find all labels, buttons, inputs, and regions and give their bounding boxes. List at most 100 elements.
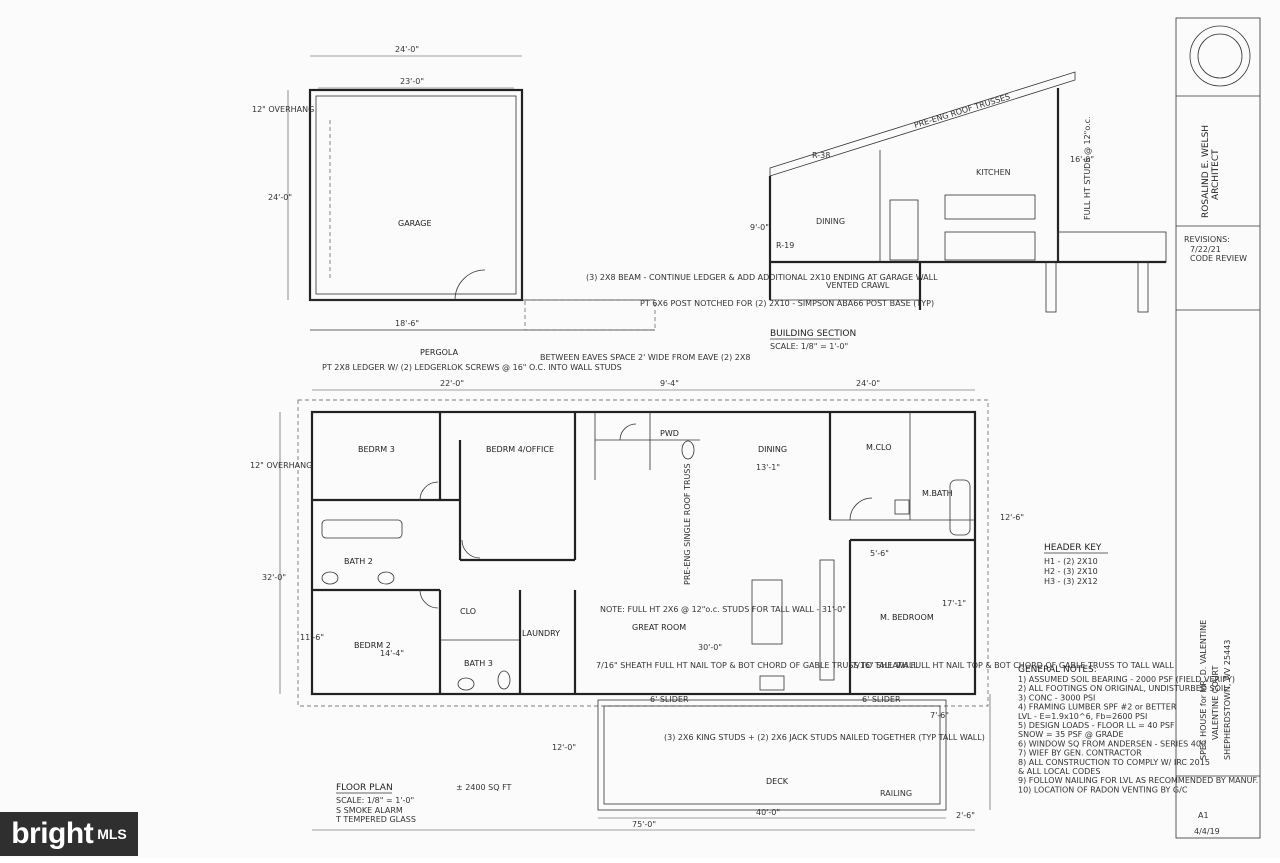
bedroom3-label: BEDRM 3: [358, 445, 395, 454]
architect-role: ARCHITECT: [1211, 149, 1221, 200]
bath2-sink-1: [321, 571, 339, 585]
bedrm3-door-swing: [419, 481, 439, 501]
general-note-item: 3) CONC - 3000 PSI: [1018, 693, 1095, 702]
garage-inner-walls: [315, 95, 517, 295]
ledger-note: PT 2X8 LEDGER W/ (2) LEDGERLOK SCREWS @ …: [322, 363, 622, 372]
section-height-16: 16'-0": [1070, 155, 1094, 164]
bedrm2-door-swing: [419, 589, 439, 609]
general-notes: GENERAL NOTES: 1) ASSUMED SOIL BEARING -…: [1018, 665, 1258, 794]
pwd-toilet: [681, 440, 695, 460]
house: BEDRM 3 BEDRM 4/OFFICE BATH 2 BEDRM 2 BA…: [297, 399, 1174, 707]
section-scale: SCALE: 1/8" = 1'-0": [770, 342, 848, 351]
general-note-item: 5) DESIGN LOADS - FLOOR LL = 40 PSF: [1018, 721, 1175, 730]
pre-eng-truss-note: PRE-ENG SINGLE ROOF TRUSS: [683, 463, 692, 585]
house-mid-dim: 9'-4": [660, 379, 679, 388]
plan-title: FLOOR PLAN SCALE: 1/8" = 1'-0" ± 2400 SQ…: [335, 783, 512, 824]
kitchen-counter: [819, 559, 835, 681]
great-room-label: GREAT ROOM: [632, 623, 686, 632]
legend-tempered-glass: T TEMPERED GLASS: [335, 815, 416, 824]
project-line-2: VALENTINE COURT: [1211, 666, 1220, 740]
master-bath-label: M.BATH: [922, 489, 953, 498]
section-dining-label: DINING: [816, 217, 845, 226]
general-note-item: 7) WIEF BY GEN. CONTRACTOR: [1018, 749, 1142, 758]
pergola-label: PERGOLA: [420, 348, 459, 357]
section-roof: [769, 71, 1076, 177]
header-key-h2: H2 - (3) 2X10: [1044, 567, 1098, 576]
sheath-note-left: 7/16" SHEATH FULL HT NAIL TOP & BOT CHOR…: [596, 661, 918, 670]
pergola-structure: [524, 299, 656, 331]
garage-inner-dim: 23'-0": [400, 77, 424, 86]
title-block-border: [1175, 17, 1261, 839]
floor-plan-title: FLOOR PLAN: [336, 783, 393, 793]
legend-smoke-alarm: S SMOKE ALARM: [336, 806, 403, 815]
bedroom4-label: BEDRM 4/OFFICE: [486, 445, 554, 454]
post-note: PT 6X6 POST NOTCHED FOR (2) 2X10 - SIMPS…: [640, 299, 934, 308]
right-depth-dim: 12'-6": [1000, 513, 1024, 522]
section-full-ht-label: FULL HT STUDS @ 12"o.c.: [1083, 116, 1092, 220]
general-note-item: & ALL LOCAL CODES: [1018, 767, 1100, 776]
section-pier-2: [1137, 261, 1149, 313]
building-section: PRE-ENG ROOF TRUSSES KITCHEN DINING VENT…: [750, 71, 1167, 351]
full-height-note: NOTE: FULL HT 2X6 @ 12"o.c. STUDS FOR TA…: [600, 605, 846, 614]
header-key-h1: H1 - (2) 2X10: [1044, 557, 1098, 566]
section-title: BUILDING SECTION: [770, 329, 856, 339]
section-pier-1: [1045, 261, 1057, 313]
project-line-1: SPEC HOUSE for MR. D. VALENTINE: [1199, 620, 1208, 760]
general-note-item: LVL - E=1.9x10^6, Fb=2600 PSI: [1018, 712, 1147, 721]
header-key-title: HEADER KEY: [1044, 543, 1102, 553]
general-note-item: 1) ASSUMED SOIL BEARING - 2000 PSF (FIEL…: [1018, 675, 1235, 684]
sheet-date: 4/4/19: [1194, 827, 1220, 836]
section-doorway: [889, 199, 919, 261]
section-deck-railing: [1057, 231, 1167, 263]
bath2-sink-2: [377, 571, 395, 585]
dining-label: DINING: [758, 445, 787, 454]
revision-date: 7/22/21: [1190, 245, 1221, 254]
section-trusses-label: PRE-ENG ROOF TRUSSES: [913, 92, 1011, 130]
bath2-label: BATH 2: [344, 557, 373, 566]
header-key: HEADER KEY H1 - (2) 2X10 H2 - (3) 2X10 H…: [1044, 543, 1108, 586]
general-note-item: SNOW = 35 PSF @ GRADE: [1018, 730, 1124, 739]
slider-right-label: 6' SLIDER: [862, 695, 901, 704]
railing-label: RAILING: [880, 789, 912, 798]
right-bottom-dim: 7'-6": [930, 711, 949, 720]
total-width-dim: 75'-0": [632, 820, 656, 829]
house-left-dim: 22'-0": [440, 379, 464, 388]
mbedrm-door-swing: [849, 497, 873, 521]
pergola-width-dim: 18'-6": [395, 319, 419, 328]
garage-label: GARAGE: [398, 219, 432, 228]
closet-label: CLO: [460, 607, 476, 616]
section-r38-label: R-38: [812, 151, 830, 160]
master-bedroom-label: M. BEDROOM: [880, 613, 934, 622]
pergola: PERGOLA 18'-6" (3) 2X8 BEAM - CONTINUE L…: [310, 273, 938, 372]
architect-seal-inner: [1197, 33, 1243, 79]
section-r19-label: R-19: [776, 241, 794, 250]
mbedrm-dim: 17'-1": [942, 599, 966, 608]
mbath-toilet: [894, 499, 910, 515]
architect-name: ROSALIND E. WELSH: [1201, 125, 1211, 218]
section-crawl-label: VENTED CRAWL: [826, 281, 890, 290]
bright-mls-watermark: bright MLS: [0, 812, 138, 856]
house-right-dim: 24'-0": [856, 379, 880, 388]
kitchen-sink: [759, 675, 785, 691]
garage-door-swing: [454, 269, 486, 301]
house-exterior-walls: [310, 410, 977, 696]
mbath-dim: 5'-6": [870, 549, 889, 558]
eaves-note: BETWEEN EAVES SPACE 2' WIDE FROM EAVE (2…: [540, 353, 750, 362]
sheath-note-right: 7/16" SHEATH FULL HT NAIL TOP & BOT CHOR…: [852, 661, 1174, 670]
deck-depth-dim: 12'-0": [552, 743, 576, 752]
watermark-brand: bright: [11, 817, 94, 850]
bedroom2-label: BEDRM 2: [354, 641, 391, 650]
revision-note: CODE REVIEW: [1190, 254, 1247, 263]
watermark-suffix: MLS: [97, 826, 127, 842]
laundry-label: LAUNDRY: [522, 629, 560, 638]
section-base-cabinets: [944, 231, 1036, 261]
section-upper-cabinets: [944, 194, 1036, 220]
general-note-item: 4) FRAMING LUMBER SPF #2 or BETTER: [1018, 703, 1177, 712]
general-note-item: 10) LOCATION OF RADON VENTING BY G/C: [1018, 785, 1188, 794]
house-overhang-label: 12" OVERHANG: [250, 461, 312, 470]
header-key-h3: H3 - (3) 2X12: [1044, 577, 1098, 586]
garage: GARAGE 24'-0" 23'-0" 24'-0" 12" OVERHANG: [252, 45, 524, 302]
bath3-toilet: [497, 670, 511, 690]
